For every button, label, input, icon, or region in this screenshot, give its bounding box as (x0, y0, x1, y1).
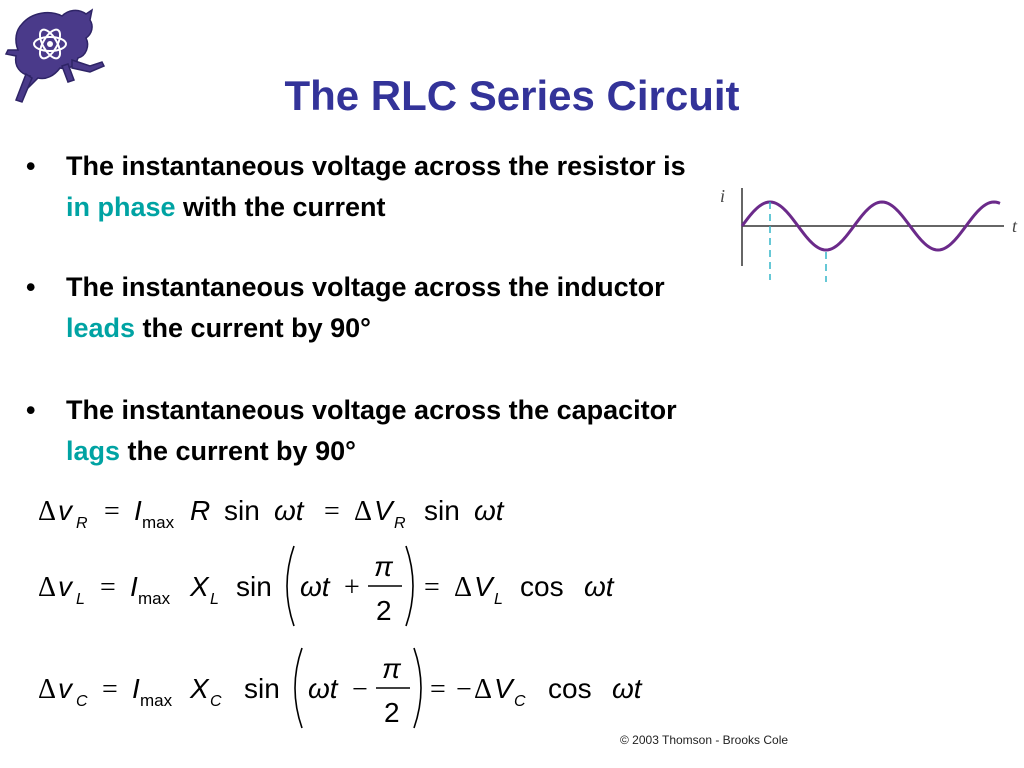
eq-equals-2: = (430, 674, 446, 705)
eq-max: max (140, 691, 173, 710)
bullet-highlight: in phase (66, 192, 176, 222)
eq-v: v (58, 495, 74, 526)
eq-equals: = (100, 572, 116, 603)
eq-omega-t-2: ωt (584, 571, 615, 602)
bullet-text-pre: The instantaneous voltage across the cap… (66, 395, 677, 425)
eq-delta-2: Δ (454, 572, 472, 603)
bullet-marker: • (26, 272, 36, 302)
eq-v: v (58, 673, 74, 704)
eq-delta: Δ (38, 572, 56, 603)
bullet-text-pre: The instantaneous voltage across the ind… (66, 272, 665, 302)
eq-v: v (58, 571, 74, 602)
eq-fn2: sin (424, 495, 460, 526)
eq-V: V (374, 495, 395, 526)
eq-V: V (474, 571, 495, 602)
slide-title: The RLC Series Circuit (284, 72, 740, 119)
eq-factor: X (189, 673, 210, 704)
eq-factor-sub: L (210, 591, 219, 608)
eq-omega-t: ωt (274, 495, 305, 526)
eq-V-sub: L (494, 591, 503, 608)
eq-I: I (134, 495, 142, 526)
eq-I: I (130, 571, 138, 602)
bullet-marker: • (26, 151, 36, 181)
eq-two: 2 (384, 697, 400, 728)
x-axis-label: t (1012, 216, 1018, 236)
bullet-text-post: the current by 90° (135, 313, 371, 343)
copyright-text: © 2003 Thomson - Brooks Cole (620, 733, 789, 747)
horned-lizard-logo (4, 8, 106, 103)
bullet-highlight: lags (66, 436, 121, 466)
eq-left-paren (286, 545, 295, 627)
eq-two: 2 (376, 595, 392, 626)
eq-delta-2: Δ (474, 674, 492, 705)
eq-factor: X (189, 571, 210, 602)
equations: Δ v R = I max R sin ωt = Δ V R sin ωt Δ … (38, 495, 643, 729)
eq-left-paren (294, 647, 303, 729)
bullet-text: The instantaneous voltage across the ind… (66, 267, 706, 349)
eq-equals: = (104, 496, 120, 527)
eq-fn2: cos (548, 673, 592, 704)
eq-v-sub: L (76, 591, 85, 608)
equation-resistor: Δ v R = I max R sin ωt = Δ V R sin ωt (38, 495, 505, 532)
eq-V-sub: R (394, 515, 406, 532)
eq-op: + (344, 572, 360, 603)
eq-omega-t-2: ωt (474, 495, 505, 526)
eq-right-paren (405, 545, 414, 627)
eq-factor: R (190, 495, 210, 526)
equation-inductor: Δ v L = I max X L sin ωt + π 2 = Δ V L c… (38, 545, 615, 627)
eq-delta: Δ (38, 496, 56, 527)
eq-right-paren (413, 647, 422, 729)
bullet-marker: • (26, 395, 36, 425)
eq-sin: sin (244, 673, 280, 704)
current-waveform-graph: i t (720, 186, 1018, 282)
eq-V-sub: C (514, 693, 526, 710)
eq-omega-t-2: ωt (612, 673, 643, 704)
current-sine-wave (740, 200, 1001, 252)
eq-equals: = (102, 674, 118, 705)
eq-op: − (352, 674, 368, 705)
eq-equals-2: = (424, 572, 440, 603)
eq-v-sub: C (76, 693, 88, 710)
eq-pi: π (374, 551, 394, 582)
bullet-text-pre: The instantaneous voltage across the res… (66, 151, 686, 181)
eq-sin: sin (224, 495, 260, 526)
bullet-text: The instantaneous voltage across the res… (66, 146, 706, 228)
equation-capacitor: Δ v C = I max X C sin ωt − π 2 = − Δ V C… (38, 647, 643, 729)
eq-max: max (142, 513, 175, 532)
eq-delta-2: Δ (354, 496, 372, 527)
eq-omega-t: ωt (300, 571, 331, 602)
bullet-text: The instantaneous voltage across the cap… (66, 390, 706, 472)
eq-I: I (132, 673, 140, 704)
eq-omega-t: ωt (308, 673, 339, 704)
eq-fn2: cos (520, 571, 564, 602)
eq-equals-2: = (324, 496, 340, 527)
bullet-highlight: leads (66, 313, 136, 343)
eq-delta: Δ (38, 674, 56, 705)
eq-neg: − (456, 674, 472, 705)
eq-pi: π (382, 653, 402, 684)
eq-max: max (138, 589, 171, 608)
bullet-text-post: the current by 90° (120, 436, 356, 466)
bullet-text-post: with the current (175, 192, 386, 222)
eq-v-sub: R (76, 515, 88, 532)
eq-sin: sin (236, 571, 272, 602)
eq-factor-sub: C (210, 693, 222, 710)
eq-V: V (494, 673, 515, 704)
y-axis-label: i (720, 186, 725, 206)
